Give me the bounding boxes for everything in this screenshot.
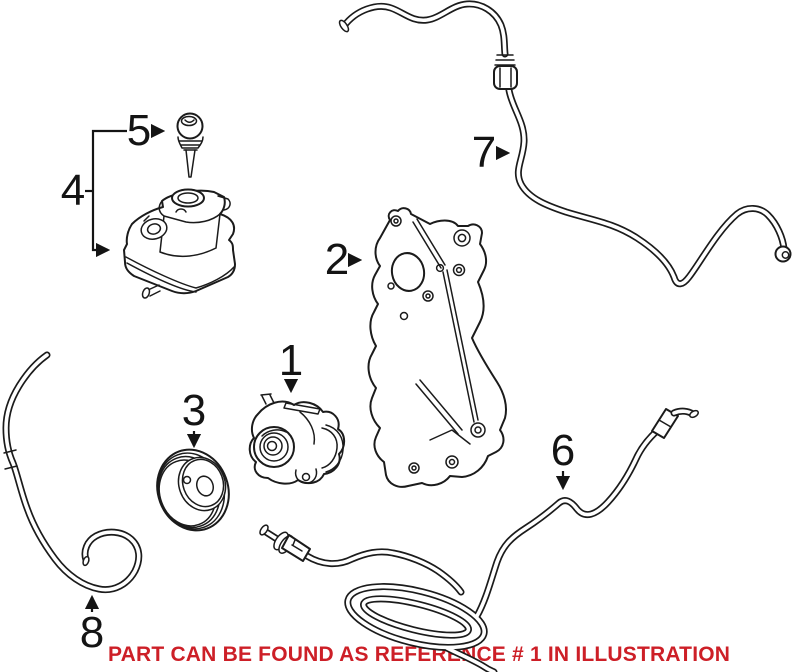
callout-1: 1 xyxy=(278,336,304,385)
part-8-hose xyxy=(2,351,143,594)
callout-5: 5 xyxy=(126,106,152,155)
callout-2: 2 xyxy=(324,235,350,284)
dipstick xyxy=(185,149,196,178)
hose7-coupling xyxy=(493,54,518,90)
part-2-bracket xyxy=(367,207,507,488)
hose8-open-end xyxy=(82,555,90,567)
callout-4: 4 xyxy=(60,166,86,215)
part-7-return-hose xyxy=(338,0,792,288)
part-4-reservoir xyxy=(123,188,236,299)
hose6-right-fitting xyxy=(651,407,699,439)
callout-6: 6 xyxy=(550,426,576,475)
arrow-4 xyxy=(91,129,127,258)
callout-3: 3 xyxy=(181,386,207,435)
part-6-cooler-hose xyxy=(259,407,699,672)
caption-text: PART CAN BE FOUND AS REFERENCE # 1 IN IL… xyxy=(108,643,731,666)
callout-7: 7 xyxy=(471,128,497,177)
part-1-pump xyxy=(248,393,346,485)
part-3-pulley xyxy=(156,448,230,532)
callout-arrows xyxy=(84,123,571,612)
part-5-cap xyxy=(176,112,204,178)
hose7-eyelet xyxy=(774,245,792,263)
hose6-left-fitting xyxy=(259,524,311,562)
hose7-open-end xyxy=(338,19,350,33)
reservoir-nipple xyxy=(141,287,151,299)
callout-8: 8 xyxy=(79,608,105,657)
hose8-clamp-marks xyxy=(3,449,18,470)
